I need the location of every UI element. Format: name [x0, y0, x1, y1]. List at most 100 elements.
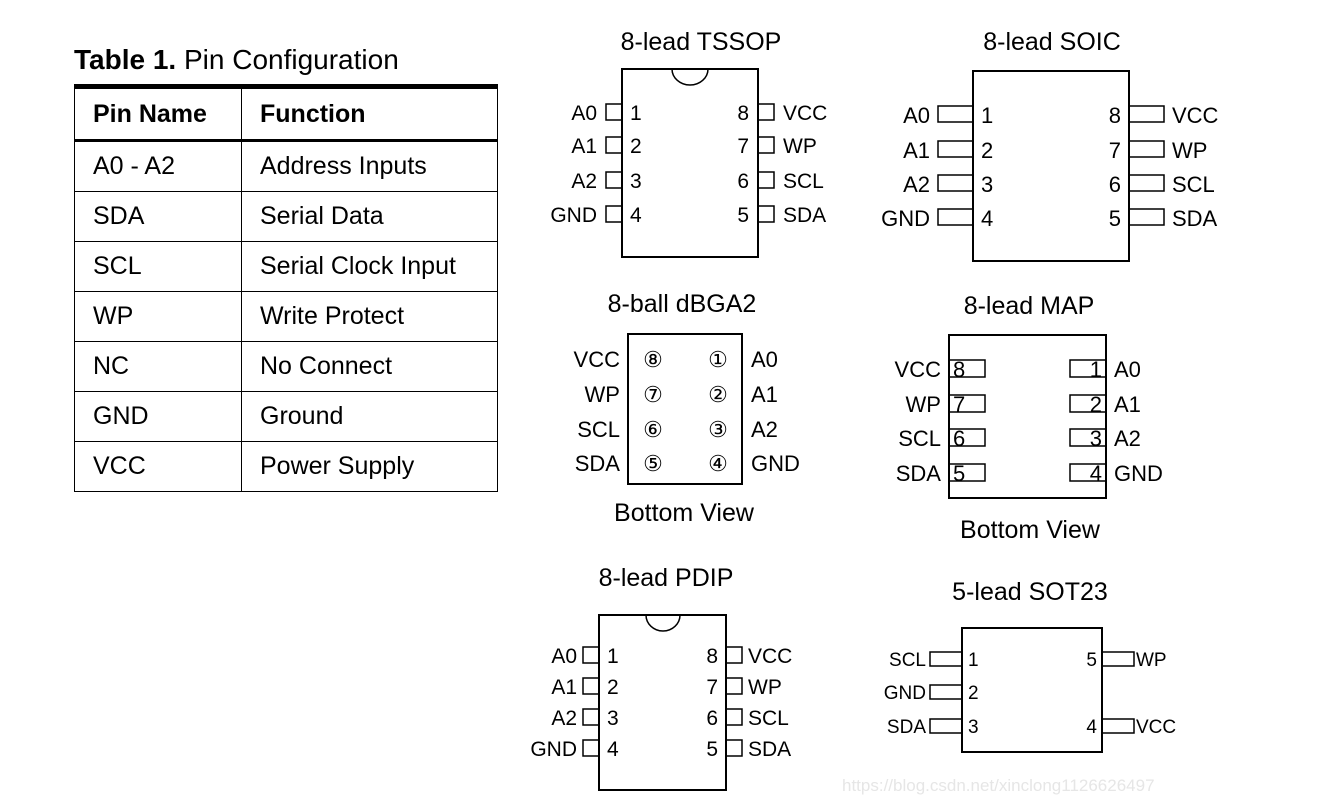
pin-number: 1 [607, 645, 619, 668]
pad [1069, 463, 1107, 482]
pad-number: 3 [1090, 426, 1102, 451]
ball-number: ⑥ [643, 417, 663, 442]
pad-number: 2 [1090, 392, 1102, 417]
pin-number: 5 [1086, 650, 1097, 671]
pin-label: VCC [748, 645, 792, 668]
pad-number: 7 [953, 392, 965, 417]
pin-label: GND [881, 206, 930, 231]
package-body [621, 68, 759, 258]
pin-label: GND [1114, 461, 1163, 486]
function-cell: Write Protect [241, 291, 498, 342]
pin-label: SDA [748, 738, 791, 761]
pin-lead [582, 646, 600, 664]
pin-label: A0 [1114, 357, 1141, 382]
pin-number: 3 [968, 717, 979, 738]
pin-label: SDA [887, 717, 926, 738]
pin-lead [1128, 174, 1165, 192]
pin-lead [757, 103, 775, 121]
ball-number: ① [708, 347, 728, 372]
pad [948, 463, 986, 482]
pad [948, 428, 986, 447]
package-dbga2: 8-ball dBGA2 VCC WP SCL SDA ⑧ ⑦ ⑥ ⑤ ① ② … [574, 290, 800, 527]
pin-number: 6 [1109, 172, 1121, 197]
pin-number: 8 [737, 102, 749, 125]
pin-label: A1 [1114, 392, 1141, 417]
pin-number: 7 [737, 135, 749, 158]
package-pdip: 8-lead PDIP A0 A1 A2 GND 1 2 3 4 8 7 6 5… [530, 564, 792, 791]
pin-name-cell: A0 - A2 [74, 140, 242, 192]
pin-number: 4 [981, 206, 993, 231]
pin-lead [605, 205, 623, 223]
pin-number: 6 [706, 707, 718, 730]
pin-label: WP [1136, 650, 1167, 671]
ball-number: ③ [708, 417, 728, 442]
pad-number: 6 [953, 426, 965, 451]
package-title: 5-lead SOT23 [952, 578, 1108, 606]
pin-label: A0 [551, 645, 577, 668]
package-sot23: 5-lead SOT23 SCL GND SDA 1 2 3 5 4 WP VC… [884, 578, 1176, 753]
pin-lead [929, 684, 963, 700]
table-header-row: Pin Name Function [74, 84, 498, 142]
pin-name-cell: VCC [74, 441, 242, 492]
pin-number: 5 [706, 738, 718, 761]
table-title: Pin Configuration [183, 44, 399, 75]
pin-lead [725, 646, 743, 664]
pad-number: 4 [1090, 461, 1102, 486]
pin-label: SCL [889, 650, 926, 671]
pad-number: 5 [953, 461, 965, 486]
package-body [972, 70, 1130, 262]
package-body [598, 614, 727, 791]
pin-label: A2 [751, 417, 778, 442]
pin-label: SDA [783, 204, 826, 227]
pin-label: GND [530, 738, 577, 761]
pin-number: 2 [968, 683, 979, 704]
header-function: Function [241, 84, 498, 142]
pin-name-cell: SDA [74, 191, 242, 242]
pin-label: A2 [1114, 426, 1141, 451]
pin-lead [582, 677, 600, 695]
pin-label: SCL [783, 170, 824, 193]
pin-number: 3 [607, 707, 619, 730]
package-title: 8-lead MAP [964, 292, 1095, 320]
pin-label: GND [751, 451, 800, 476]
pin-label: A0 [571, 102, 597, 125]
package-map: 8-lead MAP VCC WP SCL SDA 8 7 6 5 1 2 3 … [895, 292, 1163, 544]
pad-number: 8 [953, 357, 965, 382]
pin-lead [725, 677, 743, 695]
pin-lead [929, 718, 963, 734]
pin-lead [582, 708, 600, 726]
pin-label: SCL [748, 707, 789, 730]
pin-label: VCC [895, 357, 942, 382]
package-title: 8-lead PDIP [599, 564, 734, 592]
pin-label: A2 [903, 172, 930, 197]
pin-label: A1 [751, 382, 778, 407]
package-title: 8-lead TSSOP [621, 28, 782, 56]
ball-number: ⑦ [643, 382, 663, 407]
table-caption: Table 1. Pin Configuration [74, 44, 498, 76]
pin-lead [1128, 105, 1165, 123]
table-number: Table 1. [74, 44, 177, 75]
pin-lead [725, 739, 743, 757]
pin-number: 2 [981, 138, 993, 163]
pin1-notch [671, 68, 709, 86]
pin-label: VCC [574, 347, 621, 372]
pin-number: 7 [706, 676, 718, 699]
pad [1069, 394, 1107, 413]
ball-number: ② [708, 382, 728, 407]
pin-number: 1 [968, 650, 979, 671]
pin-number: 8 [1109, 103, 1121, 128]
pin-label: WP [748, 676, 782, 699]
pin-lead [929, 651, 963, 667]
pin-label: SDA [896, 461, 942, 486]
pin-label: A0 [903, 103, 930, 128]
pad [948, 394, 986, 413]
package-title: 8-ball dBGA2 [608, 290, 757, 318]
pin-lead [605, 103, 623, 121]
pin-label: A2 [551, 707, 577, 730]
pin-number: 4 [1086, 717, 1097, 738]
pin-label: WP [585, 382, 620, 407]
pin-lead [937, 208, 974, 226]
